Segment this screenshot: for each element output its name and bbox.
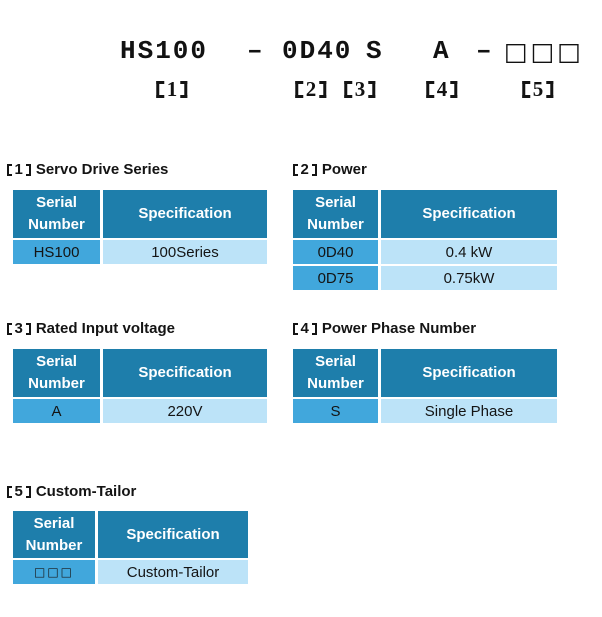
- cell-serial: A: [13, 399, 100, 423]
- right-bracket-icon: [319, 81, 327, 98]
- left-bracket-icon: [344, 81, 352, 98]
- left-bracket-icon: [7, 163, 13, 176]
- model-code-separator-2: –: [476, 36, 494, 66]
- section-title-power-phase-number: 4 Power Phase Number: [293, 320, 476, 337]
- cell-serial: 0D75: [293, 266, 378, 290]
- marker-1: 1: [156, 77, 188, 102]
- column-header-serial-number: Serial Number: [293, 349, 378, 397]
- column-header-serial-number: Serial Number: [13, 190, 100, 238]
- model-code-series: HS100: [120, 36, 209, 66]
- table-power: Serial Number Specification 0D40 0.4 kW …: [293, 190, 557, 290]
- section-number: 4: [300, 320, 309, 337]
- model-code-voltage: A: [433, 36, 451, 66]
- section-title-text: Power Phase Number: [321, 320, 477, 337]
- model-code-separator-1: –: [247, 36, 265, 66]
- left-bracket-icon: [293, 322, 299, 335]
- marker-number: 3: [354, 77, 366, 101]
- table-custom-tailor: Serial Number Specification □□□ Custom-T…: [13, 511, 248, 584]
- marker-5: 5: [522, 77, 554, 102]
- marker-number: 5: [532, 77, 544, 101]
- right-bracket-icon: [368, 81, 376, 98]
- section-title-text: Rated Input voltage: [35, 320, 175, 337]
- cell-serial-boxes: □□□: [13, 560, 95, 584]
- model-code-custom-boxes: □□□: [504, 37, 584, 66]
- column-header-serial-number: Serial Number: [13, 511, 95, 558]
- table-rated-input-voltage: Serial Number Specification A 220V: [13, 349, 267, 423]
- table-servo-drive-series: Serial Number Specification HS100 100Ser…: [13, 190, 267, 264]
- cell-specification: 220V: [103, 399, 267, 423]
- section-number: 1: [14, 161, 23, 178]
- cell-serial: HS100: [13, 240, 100, 264]
- marker-3: 3: [344, 77, 376, 102]
- section-title-text: Servo Drive Series: [35, 161, 169, 178]
- section-number: 2: [300, 161, 309, 178]
- section-title-custom-tailor: 5 Custom-Tailor: [7, 483, 136, 500]
- right-bracket-icon: [311, 322, 318, 335]
- left-bracket-icon: [7, 322, 13, 335]
- column-header-specification: Specification: [103, 349, 267, 397]
- right-bracket-icon: [450, 81, 458, 98]
- column-header-specification: Specification: [381, 349, 557, 397]
- cell-specification: 0.75kW: [381, 266, 557, 290]
- section-title-text: Power: [321, 161, 367, 178]
- marker-2: 2: [295, 77, 327, 102]
- marker-number: 2: [305, 77, 317, 101]
- left-bracket-icon: [426, 81, 434, 98]
- cell-specification: Single Phase: [381, 399, 557, 423]
- right-bracket-icon: [25, 485, 32, 498]
- section-title-text: Custom-Tailor: [35, 483, 137, 500]
- left-bracket-icon: [293, 163, 299, 176]
- marker-number: 4: [436, 77, 448, 101]
- cell-specification: 0.4 kW: [381, 240, 557, 264]
- section-title-servo-drive-series: 1 Servo Drive Series: [7, 161, 168, 178]
- section-title-power: 2 Power: [293, 161, 367, 178]
- column-header-specification: Specification: [381, 190, 557, 238]
- left-bracket-icon: [522, 81, 530, 98]
- marker-4: 4: [426, 77, 458, 102]
- right-bracket-icon: [25, 322, 32, 335]
- table-power-phase-number: Serial Number Specification S Single Pha…: [293, 349, 557, 423]
- right-bracket-icon: [25, 163, 32, 176]
- cell-specification: Custom-Tailor: [98, 560, 248, 584]
- section-number: 5: [14, 483, 23, 500]
- right-bracket-icon: [311, 163, 318, 176]
- model-code-phase: S: [366, 36, 384, 66]
- cell-serial: 0D40: [293, 240, 378, 264]
- right-bracket-icon: [180, 81, 188, 98]
- column-header-serial-number: Serial Number: [13, 349, 100, 397]
- section-number: 3: [14, 320, 23, 337]
- column-header-serial-number: Serial Number: [293, 190, 378, 238]
- model-code-power: 0D40: [282, 36, 353, 66]
- column-header-specification: Specification: [103, 190, 267, 238]
- left-bracket-icon: [7, 485, 13, 498]
- left-bracket-icon: [156, 81, 164, 98]
- section-title-rated-input-voltage: 3 Rated Input voltage: [7, 320, 175, 337]
- left-bracket-icon: [295, 81, 303, 98]
- marker-number: 1: [166, 77, 178, 101]
- cell-serial: S: [293, 399, 378, 423]
- cell-specification: 100Series: [103, 240, 267, 264]
- right-bracket-icon: [546, 81, 554, 98]
- column-header-specification: Specification: [98, 511, 248, 558]
